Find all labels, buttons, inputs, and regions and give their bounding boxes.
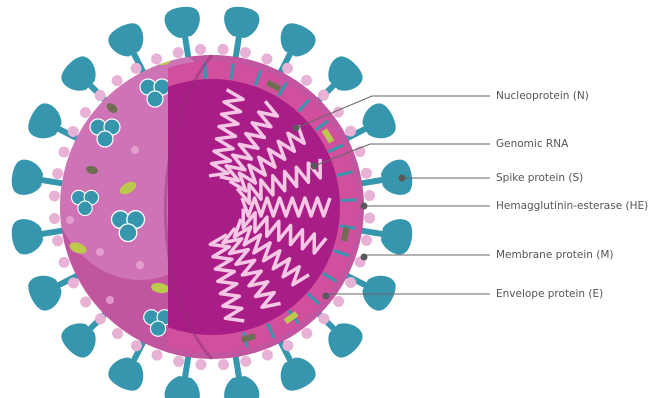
- leader-dot-hemagglutinin-esterase: [361, 203, 368, 210]
- membrane-dot: [80, 107, 91, 118]
- label-envelope-protein: Envelope protein (E): [496, 288, 603, 300]
- membrane-dot: [282, 63, 293, 74]
- membrane-dot: [333, 296, 344, 307]
- membrane-dot: [95, 313, 106, 324]
- membrane-dot: [49, 213, 60, 224]
- spike-head: [163, 374, 203, 398]
- membrane-dot: [59, 257, 70, 268]
- membrane-dot: [173, 356, 184, 367]
- membrane-dot: [68, 126, 79, 137]
- spike-head: [104, 352, 149, 395]
- membrane-dot: [218, 359, 229, 370]
- membrane-dot: [112, 75, 123, 86]
- surface-speck: [116, 68, 124, 76]
- membrane-dot: [361, 168, 372, 179]
- membrane-dot: [151, 54, 162, 65]
- membrane-dot: [131, 340, 142, 351]
- spike-head: [274, 352, 319, 395]
- surface-speck: [66, 216, 74, 224]
- membrane-spike-anchor: [341, 200, 357, 201]
- membrane-dot: [345, 277, 356, 288]
- label-genomic-rna: Genomic RNA: [496, 138, 568, 150]
- membrane-dot: [345, 126, 356, 137]
- membrane-dot: [173, 47, 184, 58]
- surface-speck: [136, 261, 144, 269]
- membrane-dot: [218, 44, 229, 55]
- membrane-dot: [240, 356, 251, 367]
- membrane-dot: [195, 359, 206, 370]
- membrane-dot: [95, 90, 106, 101]
- membrane-dot: [301, 328, 312, 339]
- membrane-dot: [262, 349, 273, 360]
- label-hemagglutinin-esterase: Hemagglutinin-esterase (HE): [496, 200, 648, 212]
- membrane-dot: [52, 168, 63, 179]
- membrane-dot: [364, 190, 375, 201]
- trimer-lobe: [147, 91, 163, 107]
- spike-head: [9, 216, 44, 256]
- leader-line-membrane-protein: [364, 255, 490, 257]
- spike-head: [379, 216, 414, 256]
- label-nucleoprotein: Nucleoprotein (N): [496, 90, 589, 102]
- membrane-dot: [361, 235, 372, 246]
- spike-head: [274, 19, 319, 62]
- membrane-dot: [49, 190, 60, 201]
- leader-line-envelope-protein: [326, 294, 490, 296]
- spike-head: [357, 99, 400, 144]
- trimer-lobe: [78, 201, 92, 215]
- membrane-dot: [58, 146, 69, 157]
- spike-head: [221, 4, 261, 39]
- spike-head: [9, 158, 44, 198]
- trimer-lobe: [97, 131, 113, 147]
- membrane-dot: [68, 277, 79, 288]
- surface-speck: [106, 296, 114, 304]
- membrane-dot: [195, 44, 206, 55]
- leader-dot-nucleoprotein: [293, 125, 300, 132]
- surface-speck: [131, 146, 139, 154]
- leader-dot-spike-protein: [399, 175, 406, 182]
- spike-head: [163, 4, 203, 39]
- spike-head: [24, 269, 67, 314]
- membrane-dot: [112, 328, 123, 339]
- membrane-dot: [240, 47, 251, 58]
- leader-dot-envelope-protein: [323, 293, 330, 300]
- label-membrane-protein: Membrane protein (M): [496, 249, 614, 261]
- surface-speck: [96, 248, 104, 256]
- membrane-dot: [282, 340, 293, 351]
- spike-head: [221, 374, 261, 398]
- trimer-lobe: [119, 224, 137, 242]
- membrane-dot: [364, 213, 375, 224]
- membrane-dot: [151, 350, 162, 361]
- membrane-dot: [318, 90, 329, 101]
- membrane-dot: [301, 75, 312, 86]
- membrane-dot: [131, 63, 142, 74]
- spike-head: [104, 19, 149, 62]
- label-spike-protein: Spike protein (S): [496, 172, 583, 184]
- trimer-lobe: [150, 321, 165, 336]
- membrane-dot: [318, 313, 329, 324]
- spike-protein: [163, 352, 206, 398]
- spike-head: [357, 269, 400, 314]
- leader-dot-membrane-protein: [361, 254, 368, 261]
- membrane-dot: [262, 53, 273, 64]
- membrane-dot: [52, 235, 63, 246]
- spike-head: [24, 99, 67, 144]
- membrane-dot: [80, 296, 91, 307]
- leader-dot-genomic-rna: [311, 163, 318, 170]
